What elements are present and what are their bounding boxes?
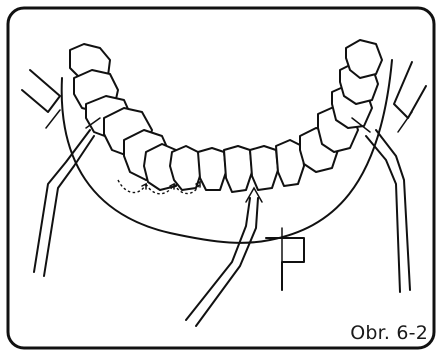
figure-caption: Obr. 6-2	[350, 322, 428, 344]
